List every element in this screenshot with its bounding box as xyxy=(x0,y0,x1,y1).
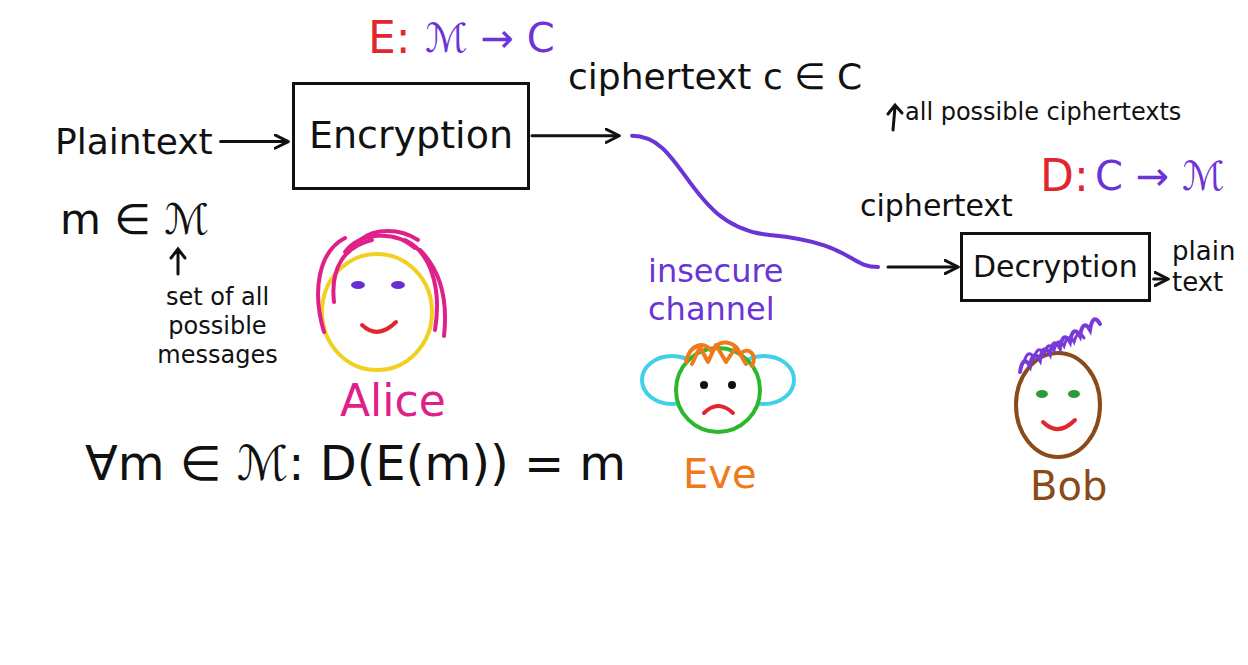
hair xyxy=(318,231,445,336)
eve-face xyxy=(642,342,794,432)
alice-face xyxy=(318,231,445,370)
process-box: Encryption xyxy=(292,82,530,190)
ciphertext-label: ciphertext c ∈ C xyxy=(568,55,862,98)
input-label: Plaintext xyxy=(55,120,213,163)
mouth xyxy=(1043,420,1075,429)
mouth xyxy=(704,406,733,413)
hair xyxy=(686,342,754,366)
person-name: Eve xyxy=(683,450,757,498)
face-outline xyxy=(1016,353,1100,457)
bob-face xyxy=(1016,319,1100,457)
output-label: plain text xyxy=(1172,236,1242,298)
eye xyxy=(700,381,708,389)
ciphertext-arrow xyxy=(532,134,618,137)
hair xyxy=(1024,334,1084,362)
hair xyxy=(1020,319,1100,372)
ciphertext-label: ciphertext xyxy=(860,188,1013,224)
correctness-formula: ∀m ∈ ℳ: D(E(m)) = m xyxy=(85,435,626,493)
output-arrow xyxy=(1154,278,1167,281)
set-membership: m ∈ ℳ xyxy=(60,195,209,245)
insecure-channel-line xyxy=(632,136,878,267)
annotation: set of all possible messages xyxy=(125,283,310,369)
channel-label: insecure channel xyxy=(645,252,826,329)
person-name: Bob xyxy=(1030,462,1107,510)
box-text: Decryption xyxy=(973,249,1138,285)
function-signature: C → ℳ xyxy=(1095,152,1225,200)
eye xyxy=(391,281,405,289)
pointer-arrow xyxy=(888,105,902,130)
input-arrow xyxy=(221,140,287,143)
pointer-arrow xyxy=(171,249,185,274)
function-signature: ℳ → C xyxy=(425,14,555,62)
person-name: Alice xyxy=(340,375,446,428)
box-text: Encryption xyxy=(309,113,513,159)
function-name: D: xyxy=(1040,150,1089,203)
function-name: E: xyxy=(368,12,411,65)
annotation: all possible ciphertexts xyxy=(905,98,1181,127)
eye xyxy=(351,281,365,289)
ciphertext-arrow xyxy=(888,266,957,269)
face-outline xyxy=(676,348,760,432)
process-box: Decryption xyxy=(960,232,1151,302)
eye xyxy=(1036,390,1048,398)
mouth xyxy=(362,322,396,332)
eye xyxy=(728,381,736,389)
eye xyxy=(1068,390,1080,398)
face-outline xyxy=(322,254,432,370)
